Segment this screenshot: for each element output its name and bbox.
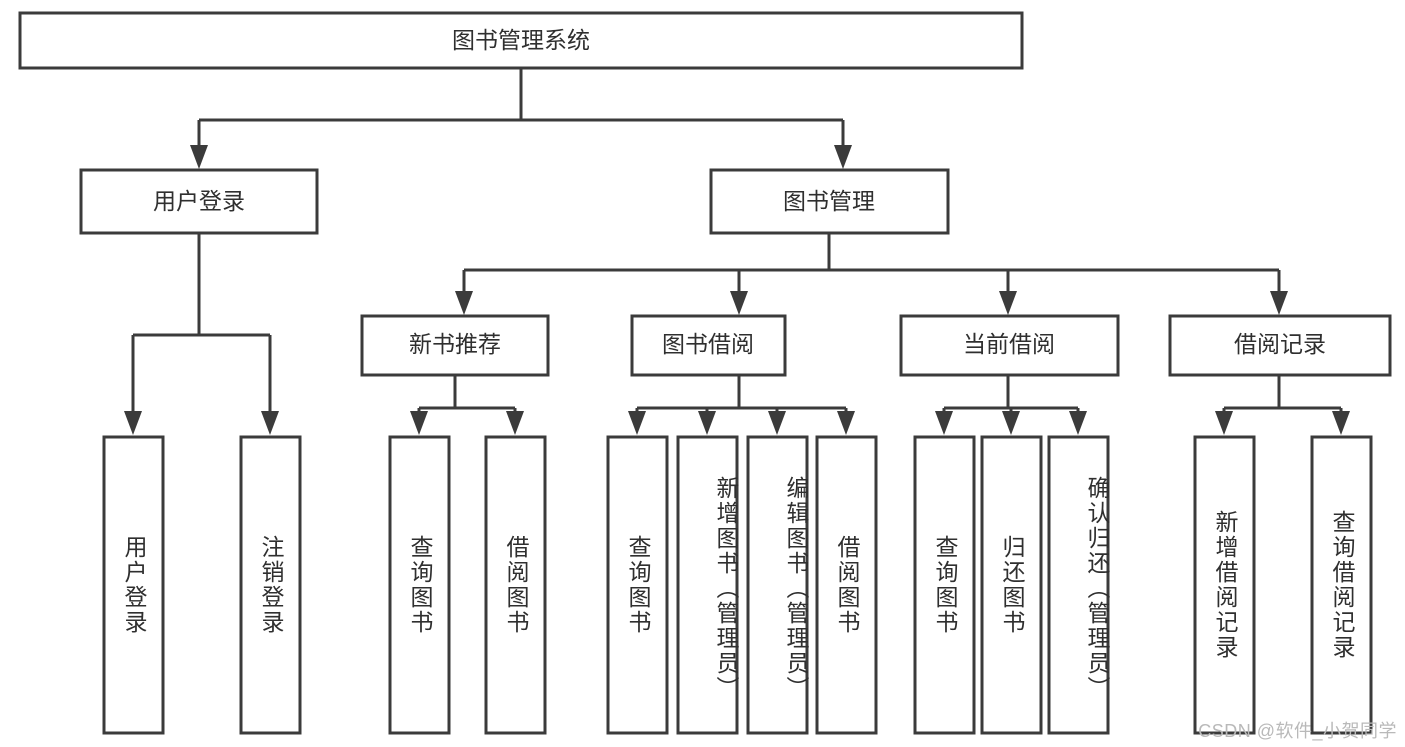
node-borrow-record[interactable]: 借阅记录 [1168, 314, 1392, 377]
node-current-borrow[interactable]: 当前借阅 [899, 314, 1120, 377]
arrow-newbook-leaf-1 [410, 411, 428, 435]
node-root[interactable]: 图书管理系统 [18, 11, 1024, 70]
leaf-box-book-borrow-2[interactable] [676, 435, 739, 735]
node-root-box[interactable] [18, 11, 1024, 70]
leaf-box-current-borrow-2[interactable] [980, 435, 1043, 735]
arrow-bookmgmt-to-record [1270, 291, 1288, 315]
node-new-book-recommend-label: 新书推荐 [409, 331, 501, 357]
arrow-borrow-leaf-4 [837, 411, 855, 435]
arrow-bookmgmt-to-newbook [455, 291, 473, 315]
node-book-management[interactable]: 图书管理 [709, 168, 950, 235]
arrow-borrow-leaf-1 [628, 411, 646, 435]
arrow-current-leaf-1 [935, 411, 953, 435]
node-current-borrow-box[interactable] [899, 314, 1120, 377]
node-user-login[interactable]: 用户登录 [79, 168, 319, 235]
arrow-newbook-leaf-2 [506, 411, 524, 435]
arrow-record-leaf-1 [1215, 411, 1233, 435]
arrow-userlogin-leaf-1 [124, 411, 142, 435]
leaf-box-new-book-2[interactable] [484, 435, 547, 735]
leaf-box-book-borrow-1[interactable] [606, 435, 669, 735]
leaf-box-new-book-1[interactable] [388, 435, 451, 735]
leaf-box-user-login-2[interactable] [239, 435, 302, 735]
node-book-management-box[interactable] [709, 168, 950, 235]
watermark-text: CSDN @软件_小贺同学 [1198, 721, 1397, 741]
leaf-box-current-borrow-1[interactable] [913, 435, 976, 735]
arrow-bookmgmt-to-borrow [730, 291, 748, 315]
arrow-borrow-leaf-3 [768, 411, 786, 435]
leaf-box-book-borrow-4[interactable] [815, 435, 878, 735]
arrow-current-leaf-3 [1069, 411, 1087, 435]
arrow-current-leaf-2 [1002, 411, 1020, 435]
arrow-bookmgmt-to-current [999, 291, 1017, 315]
node-user-login-box[interactable] [79, 168, 319, 235]
node-borrow-record-box[interactable] [1168, 314, 1392, 377]
arrow-borrow-leaf-2 [698, 411, 716, 435]
leaf-box-borrow-record-1[interactable] [1193, 435, 1256, 735]
arrow-record-leaf-2 [1332, 411, 1350, 435]
node-new-book-recommend[interactable]: 新书推荐 [360, 314, 550, 377]
node-book-borrow[interactable]: 图书借阅 [630, 314, 787, 377]
connectors-group [124, 68, 1350, 435]
node-book-borrow-label: 图书借阅 [662, 331, 754, 357]
node-new-book-recommend-box[interactable] [360, 314, 550, 377]
arrow-root-to-bookmgmt [834, 145, 852, 169]
leaf-box-book-borrow-3[interactable] [746, 435, 809, 735]
leaf-box-borrow-record-2[interactable] [1310, 435, 1373, 735]
arrow-root-to-userlogin [190, 145, 208, 169]
node-book-borrow-box[interactable] [630, 314, 787, 377]
arrow-userlogin-leaf-2 [261, 411, 279, 435]
node-root-label: 图书管理系统 [452, 27, 590, 53]
node-borrow-record-label: 借阅记录 [1234, 331, 1326, 357]
node-book-management-label: 图书管理 [783, 188, 875, 214]
node-user-login-label: 用户登录 [153, 188, 245, 214]
node-current-borrow-label: 当前借阅 [963, 331, 1055, 357]
leaf-box-user-login-1[interactable] [102, 435, 165, 735]
leaf-box-current-borrow-3[interactable] [1047, 435, 1110, 735]
